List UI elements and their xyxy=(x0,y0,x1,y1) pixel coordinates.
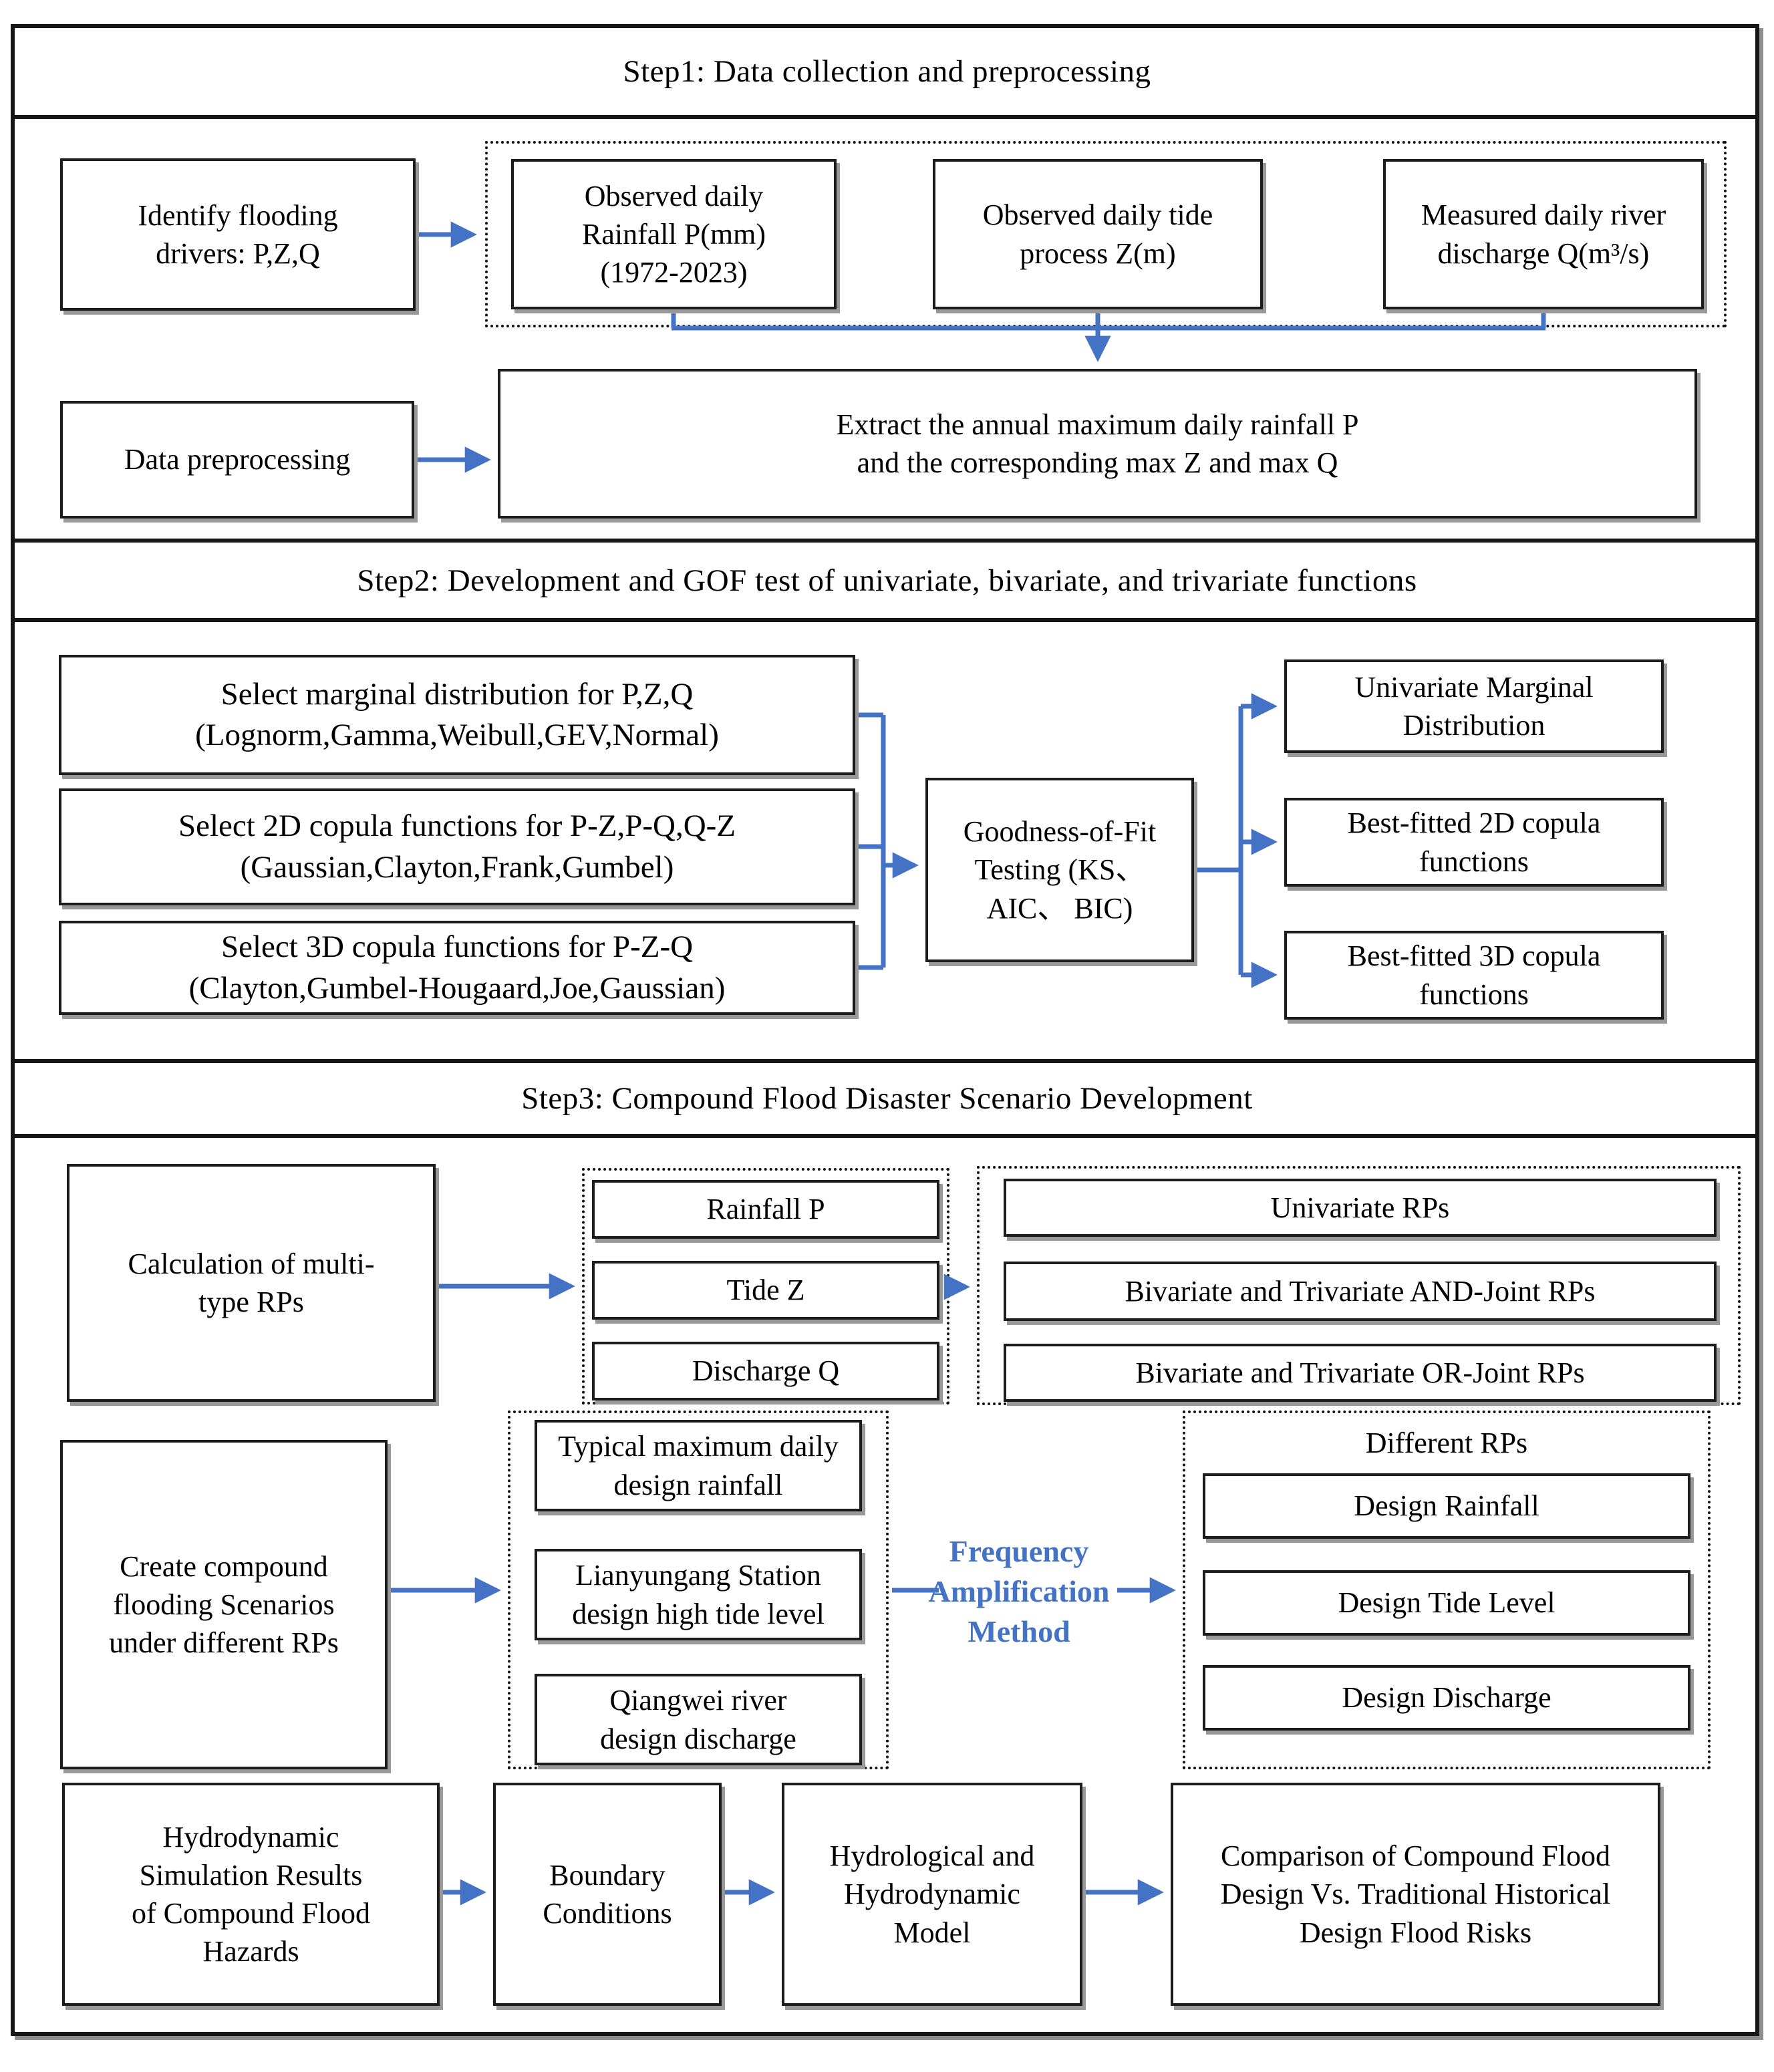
rp-types-group xyxy=(977,1166,1741,1405)
comparison-box: Comparison of Compound Flood Design Vs. … xyxy=(1171,1783,1660,2006)
discharge-q-box: Discharge Q xyxy=(592,1342,939,1400)
calc-multi-rp-box: Calculation of multi- type RPs xyxy=(67,1164,436,1402)
or-joint-rps-box: Bivariate and Trivariate OR-Joint RPs xyxy=(1004,1344,1717,1402)
select-marginal-box: Select marginal distribution for P,Z,Q (… xyxy=(59,655,855,775)
create-scenarios-box: Create compound flooding Scenarios under… xyxy=(60,1440,388,1769)
step3-title: Step3: Compound Flood Disaster Scenario … xyxy=(521,1081,1253,1116)
extract-annual-max-box: Extract the annual maximum daily rainfal… xyxy=(498,369,1697,519)
step1-title: Step1: Data collection and preprocessing xyxy=(623,54,1151,89)
observed-rainfall-box: Observed daily Rainfall P(mm) (1972-2023… xyxy=(511,159,837,309)
different-rps-group xyxy=(1183,1411,1711,1769)
divider-step1-step2 xyxy=(15,539,1759,543)
data-preprocessing-box: Data preprocessing xyxy=(60,401,414,519)
rainfall-p-box: Rainfall P xyxy=(592,1180,939,1239)
select-3d-copula-box: Select 3D copula functions for P-Z-Q (Cl… xyxy=(59,921,855,1015)
univariate-rps-box: Univariate RPs xyxy=(1004,1179,1717,1237)
divider-step3-header xyxy=(15,1134,1759,1138)
design-discharge-box: Design Discharge xyxy=(1203,1665,1690,1731)
tide-z-box: Tide Z xyxy=(592,1261,939,1320)
and-joint-rps-box: Bivariate and Trivariate AND-Joint RPs xyxy=(1004,1262,1717,1321)
measured-discharge-box: Measured daily river discharge Q(m³/s) xyxy=(1383,159,1704,309)
different-rps-label: Different RPs xyxy=(1365,1427,1528,1459)
observed-tide-box: Observed daily tide process Z(m) xyxy=(933,159,1263,309)
identify-drivers-box: Identify flooding drivers: P,Z,Q xyxy=(60,158,416,311)
best-3d-copula-box: Best-fitted 3D copula functions xyxy=(1284,931,1664,1020)
divider-step2-header xyxy=(15,618,1759,622)
select-2d-copula-box: Select 2D copula functions for P-Z,P-Q,Q… xyxy=(59,788,855,905)
qiangwei-discharge-box: Qiangwei river design discharge xyxy=(535,1674,862,1765)
simulation-results-box: Hydrodynamic Simulation Results of Compo… xyxy=(62,1783,440,2006)
frequency-amplification-label: Frequency Amplification Method xyxy=(928,1534,1110,1648)
divider-step1-header xyxy=(15,115,1759,119)
lianyungang-tide-box: Lianyungang Station design high tide lev… xyxy=(535,1549,862,1640)
design-values-group xyxy=(508,1411,889,1769)
typical-rainfall-box: Typical maximum daily design rainfall xyxy=(535,1420,862,1511)
hydro-model-box: Hydrological and Hydrodynamic Model xyxy=(782,1783,1082,2006)
gof-testing-box: Goodness-of-Fit Testing (KS、 AIC、 BIC) xyxy=(925,778,1194,962)
divider-step2-step3 xyxy=(15,1059,1759,1063)
step2-title: Step2: Development and GOF test of univa… xyxy=(357,563,1417,598)
univariate-marginal-result-box: Univariate Marginal Distribution xyxy=(1284,659,1664,753)
design-tide-box: Design Tide Level xyxy=(1203,1570,1690,1636)
best-2d-copula-box: Best-fitted 2D copula functions xyxy=(1284,798,1664,887)
boundary-conditions-box: Boundary Conditions xyxy=(493,1783,722,2006)
design-rainfall-box: Design Rainfall xyxy=(1203,1473,1690,1539)
